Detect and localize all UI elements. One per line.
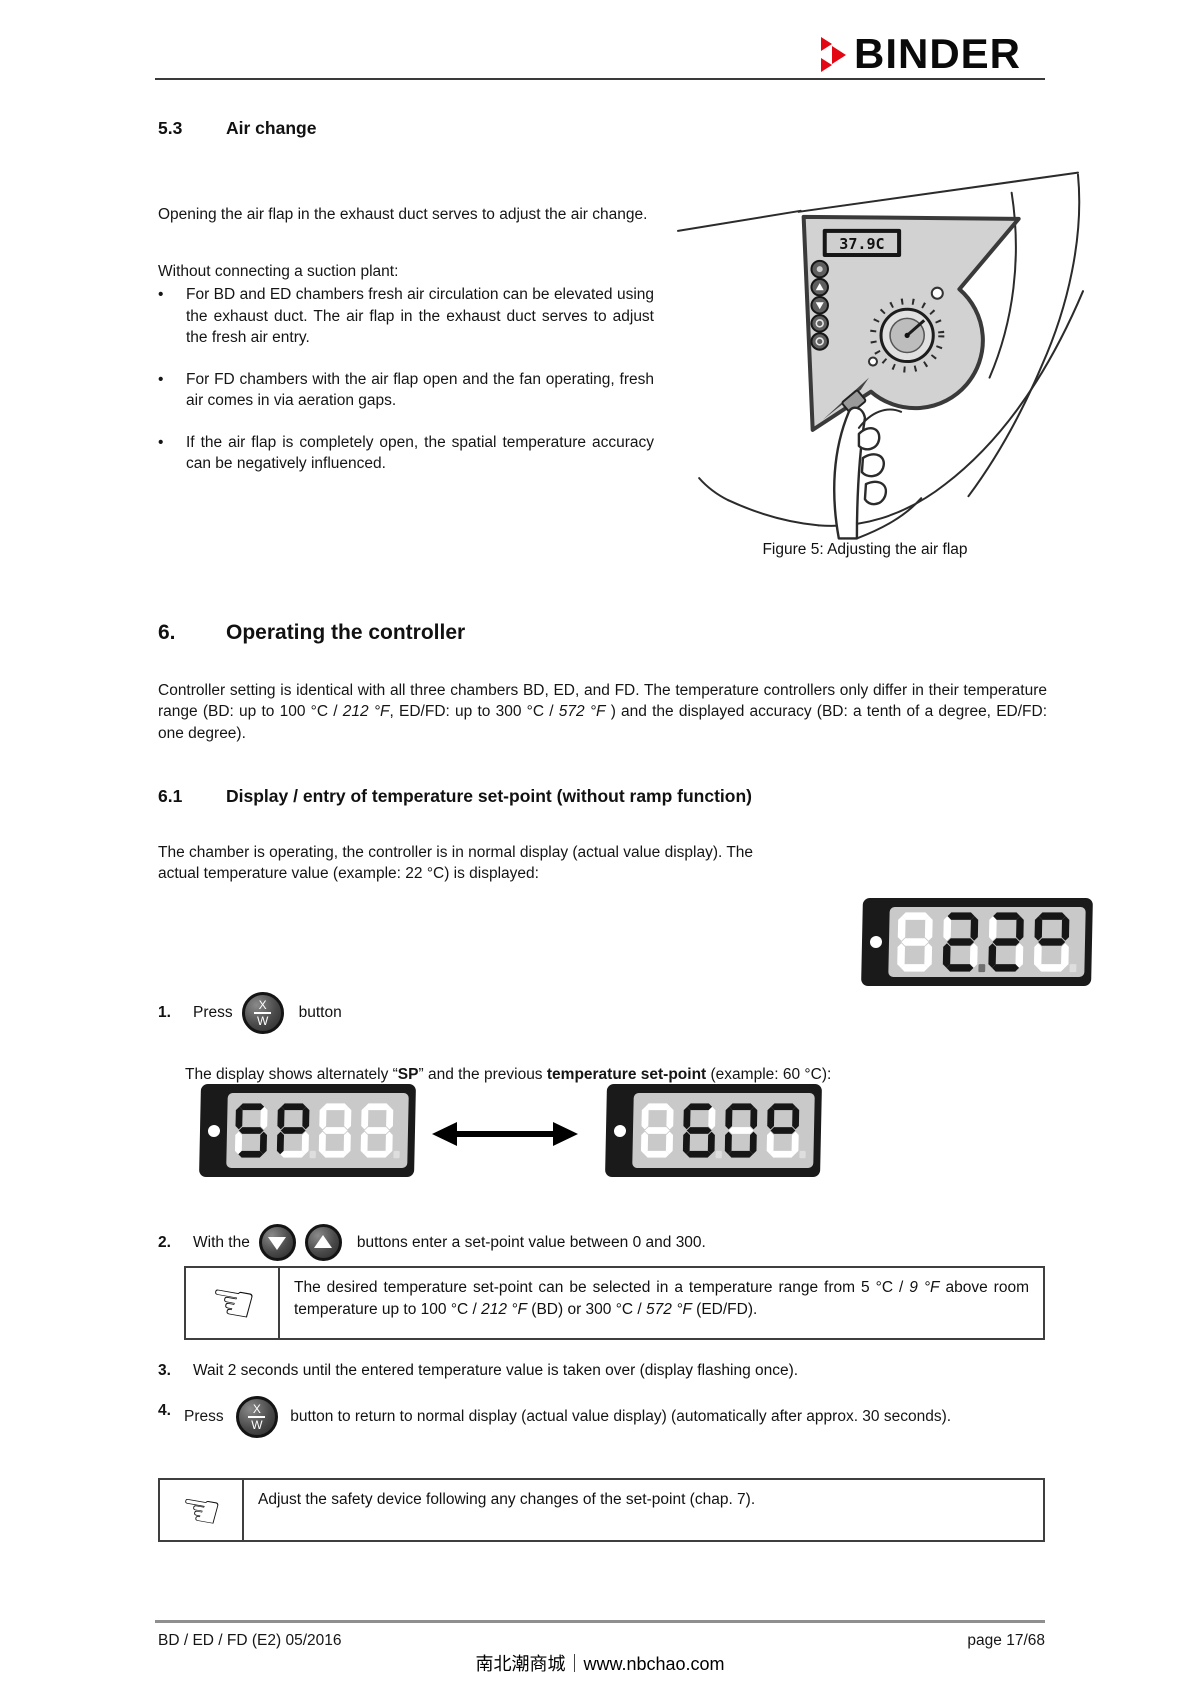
lcd-display-actual-value (861, 898, 1093, 986)
section-5-3-heading: 5.3 Air change (158, 118, 758, 139)
step-2: 2. With the buttons enter a set-point va… (158, 1224, 706, 1261)
pointing-hand-icon: ☜ (176, 1480, 226, 1540)
binder-logo: BINDER (820, 33, 1021, 75)
section-title: Air change (226, 118, 317, 138)
paragraph: The chamber is operating, the controller… (158, 843, 754, 883)
list-item: • For FD chambers with the air flap open… (158, 369, 654, 412)
step-3: 3. Wait 2 seconds until the entered temp… (158, 1362, 799, 1379)
footer-rule (155, 1620, 1045, 1623)
lcd-led-dot (613, 1124, 627, 1137)
section-title: Operating the controller (226, 621, 466, 644)
down-button-icon (258, 1224, 296, 1261)
step-number: 4. (158, 1402, 171, 1419)
bullet-list: • For BD and ED chambers fresh air circu… (158, 284, 654, 495)
xw-button-icon: X W (235, 1396, 278, 1438)
panel-hole (867, 356, 878, 367)
panel-hole (930, 286, 944, 300)
panel-knob (869, 298, 945, 373)
step-4-text: Press X W button to return to normal dis… (184, 1396, 1042, 1438)
note-text: Adjust the safety device following any c… (258, 1491, 756, 1508)
figure-caption: Figure 5: Adjusting the air flap (762, 541, 968, 558)
paragraph: Without connecting a suction plant: (158, 262, 399, 280)
step-number: 2. (158, 1233, 171, 1251)
bullet-marker: • (158, 370, 164, 388)
lcd-panel (226, 1093, 409, 1168)
note-box: ☜ Adjust the safety device following any… (158, 1478, 1045, 1542)
up-button-icon (304, 1224, 342, 1261)
list-item: • For BD and ED chambers fresh air circu… (158, 284, 654, 349)
lcd-display-setpoint (605, 1084, 822, 1177)
note-icon-cell: ☜ (160, 1480, 244, 1540)
step-1-description: The display shows alternately “SP” and t… (185, 1065, 832, 1083)
step-number: 1. (158, 1004, 171, 1021)
paragraph: Opening the air flap in the exhaust duct… (158, 205, 648, 223)
list-item: • If the air flap is completely open, th… (158, 432, 654, 475)
lcd-display-sp (199, 1084, 416, 1177)
hand-illustration (833, 406, 923, 540)
bullet-marker: • (158, 433, 164, 451)
panel-lcd-value: 37.9C (839, 235, 884, 253)
footer-document-id: BD / ED / FD (E2) 05/2016 (158, 1632, 342, 1649)
binder-logo-arrows-icon (820, 36, 847, 72)
lcd-panel (632, 1093, 815, 1168)
section-number: 5.3 (158, 118, 183, 138)
paragraph: Controller setting is identical with all… (158, 681, 1047, 742)
lcd-led-dot (869, 936, 883, 948)
section-6-1-heading: 6.1 Display / entry of temperature set-p… (158, 786, 1018, 807)
watermark: 南北潮商城｜www.nbchao.com (475, 1654, 725, 1674)
section-number: 6. (158, 621, 176, 644)
section-6-heading: 6. Operating the controller (158, 621, 858, 645)
alternate-arrow-icon (432, 1122, 578, 1146)
lcd-led-dot (207, 1124, 221, 1137)
note-text: The desired temperature set-point can be… (294, 1279, 1029, 1318)
footer-page-number: page 17/68 (967, 1632, 1045, 1649)
xw-button-icon: X W (241, 992, 284, 1034)
lcd-panel (888, 907, 1086, 977)
step-number: 3. (158, 1362, 171, 1379)
note-box: ☜ The desired temperature set-point can … (184, 1266, 1045, 1340)
figure-air-flap-illustration: 37.9C (677, 171, 1084, 540)
pointing-hand-icon: ☜ (204, 1270, 260, 1336)
header-rule (155, 78, 1045, 80)
note-icon-cell: ☜ (186, 1268, 280, 1338)
brand-name: BINDER (854, 30, 1022, 77)
section-number: 6.1 (158, 786, 183, 806)
step-4: 4. Press X W button to return to normal … (158, 1396, 1042, 1438)
step-1: 1. Press X W button (158, 992, 342, 1034)
section-title: Display / entry of temperature set-point… (226, 786, 752, 806)
bullet-marker: • (158, 286, 164, 303)
panel-buttons (810, 259, 829, 351)
